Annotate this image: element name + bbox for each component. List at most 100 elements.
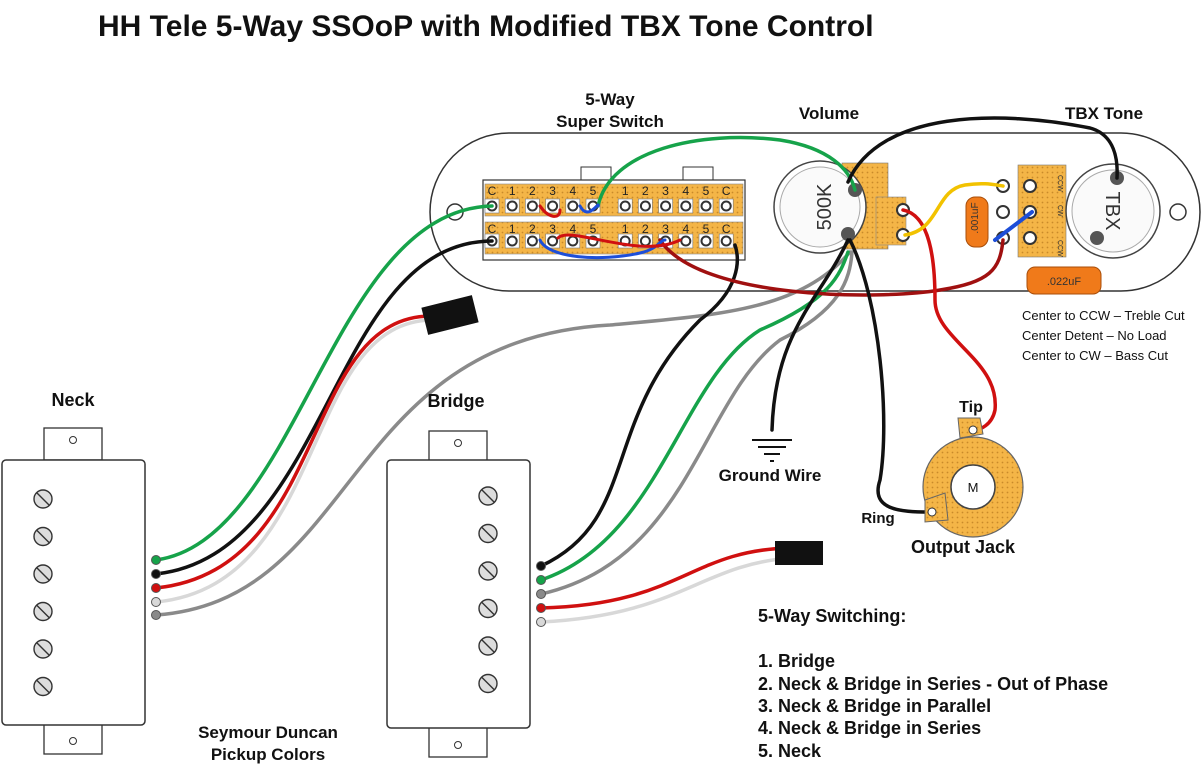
- switch-tbx-red-wire: [658, 238, 1005, 297]
- bridge-wire-end-3: [536, 589, 546, 599]
- switch-lug-label-top-11: C: [722, 184, 731, 198]
- tbx-side-lug-2: [996, 205, 1010, 219]
- tbx-note-1: Center to CCW – Treble Cut: [1022, 308, 1185, 323]
- ground-wire: [770, 238, 850, 432]
- jack-tip-lug: [968, 425, 978, 435]
- switch-lug-bottom-4: [567, 235, 579, 247]
- bridge-label: Bridge: [427, 391, 484, 411]
- neck-wire-end-1: [151, 555, 161, 565]
- neck-pole-slot-2: [36, 530, 50, 543]
- tbx-note-2: Center Detent – No Load: [1022, 328, 1167, 343]
- bridge-red-wire: [539, 546, 792, 610]
- jack-m-label: M: [968, 480, 979, 495]
- switch-lug-label-top-7: 2: [642, 184, 649, 198]
- output-jack-label: Output Jack: [911, 537, 1016, 557]
- switch-lug-label-top-5: 5: [590, 184, 597, 198]
- switching-item-1: 1. Bridge: [758, 651, 835, 671]
- switching-item-4: 4. Neck & Bridge in Series: [758, 718, 981, 738]
- switch-lug-label-bottom-0: C: [488, 222, 497, 236]
- switch-lug-top-9: [680, 200, 692, 212]
- switch-lug-label-top-10: 5: [703, 184, 710, 198]
- neck-black-wire: [154, 239, 494, 576]
- switch-lug-label-top-4: 4: [569, 184, 576, 198]
- switch-lug-top-4: [567, 200, 579, 212]
- bridge-wire-end-2: [536, 575, 546, 585]
- cap-022uf: [1026, 266, 1102, 295]
- ground-symbol: [752, 439, 792, 462]
- volume-pot-value: 500K: [814, 183, 836, 230]
- switch-lug-top-11: [720, 200, 732, 212]
- bridge-pole-slot-1: [481, 489, 495, 503]
- switch-lug-top-3: [547, 200, 559, 212]
- switch-blue-jumper: [538, 238, 667, 260]
- volume-lug-2: [841, 227, 855, 241]
- tbx-pot-value: TBX: [1101, 192, 1123, 231]
- switch-volume-green-wire: [596, 135, 857, 208]
- switch-lug-bottom-2: [526, 235, 538, 247]
- neck-pole-slot-5: [36, 642, 50, 656]
- bridge-pole-slot-5: [481, 639, 495, 653]
- volume-tbx-black-wire: [846, 116, 1119, 184]
- neck-pole-slot-1: [36, 492, 50, 506]
- neck-white-wire: [154, 318, 434, 604]
- switch-lug-bottom-7: [639, 235, 651, 247]
- bridge-pickup-body: [386, 459, 531, 729]
- volume-pot-shaft: [779, 166, 861, 248]
- cap-022uf-label: .022uF: [1047, 276, 1082, 288]
- switch-lug-label-top-8: 3: [662, 184, 669, 198]
- switch-lug-label-top-0: C: [488, 184, 497, 198]
- switch-lug-label-top-1: 1: [509, 184, 516, 198]
- neck-red-wire: [154, 314, 432, 590]
- bridge-wire-tape: [775, 541, 823, 565]
- switching-item-2: 2. Neck & Bridge in Series - Out of Phas…: [758, 674, 1108, 694]
- neck-wire-end-5: [151, 610, 161, 620]
- neck-mount-hole-top: [69, 436, 77, 444]
- switch-lug-label-top-6: 1: [622, 184, 629, 198]
- cap-001uf-label: .001uF: [970, 202, 981, 233]
- switch-lug-top-7: [639, 200, 651, 212]
- switch-lug-bottom-1: [506, 235, 518, 247]
- switch-lug-label-bottom-9: 4: [682, 222, 689, 236]
- switch-lug-label-bottom-10: 5: [703, 222, 710, 236]
- switch-lug-label-bottom-1: 1: [509, 222, 516, 236]
- switch-lug-bottom-10: [700, 235, 712, 247]
- switching-item-3: 3. Neck & Bridge in Parallel: [758, 696, 991, 716]
- neck-wire-tape: [421, 295, 479, 335]
- switching-heading: 5-Way Switching:: [758, 606, 906, 626]
- ring-wire: [848, 238, 932, 514]
- colors-caption-line2: Pickup Colors: [211, 745, 325, 764]
- wires: [154, 116, 1119, 624]
- tbx-cw-label: CW: [1056, 205, 1063, 217]
- bridge-wire-end-1: [536, 561, 546, 571]
- switch-lug-label-bottom-6: 1: [622, 222, 629, 236]
- jack-socket: [950, 464, 996, 510]
- switch-lug-label-bottom-4: 4: [569, 222, 576, 236]
- volume-pot: 500K: [773, 160, 889, 254]
- switch-lug-top-8: [660, 200, 672, 212]
- switch-label-line1: 5-Way: [585, 90, 635, 109]
- tbx-ccw-label-a: CCW: [1056, 175, 1063, 192]
- neck-wire-end-4: [151, 597, 161, 607]
- switch-lug-bottom-3: [547, 235, 559, 247]
- switch-lug-label-bottom-7: 2: [642, 222, 649, 236]
- output-jack: M: [922, 417, 1024, 538]
- tip-wire: [901, 208, 997, 432]
- switch-lug-label-top-9: 4: [682, 184, 689, 198]
- bridge-pole-slot-3: [481, 564, 495, 578]
- bridge-mount-hole-bottom: [454, 741, 462, 749]
- tip-label: Tip: [959, 399, 983, 416]
- neck-pickup-body: [1, 459, 146, 726]
- bridge-green-wire: [539, 250, 850, 582]
- diagram-title: HH Tele 5-Way SSOoP with Modified TBX To…: [98, 10, 874, 43]
- neck-pole-slot-6: [36, 680, 50, 693]
- neck-pole-slot-4: [36, 605, 50, 618]
- volume-tbx-yellow-wire: [903, 181, 1005, 237]
- bridge-pole-slot-4: [481, 602, 495, 615]
- switch-lug-label-bottom-3: 3: [549, 222, 556, 236]
- neck-label: Neck: [51, 390, 95, 410]
- volume-side-lugs: [875, 196, 910, 246]
- neck-gray-wire: [154, 250, 852, 617]
- bridge-pickup: [386, 430, 546, 758]
- tbx-lug-4: [1023, 179, 1037, 193]
